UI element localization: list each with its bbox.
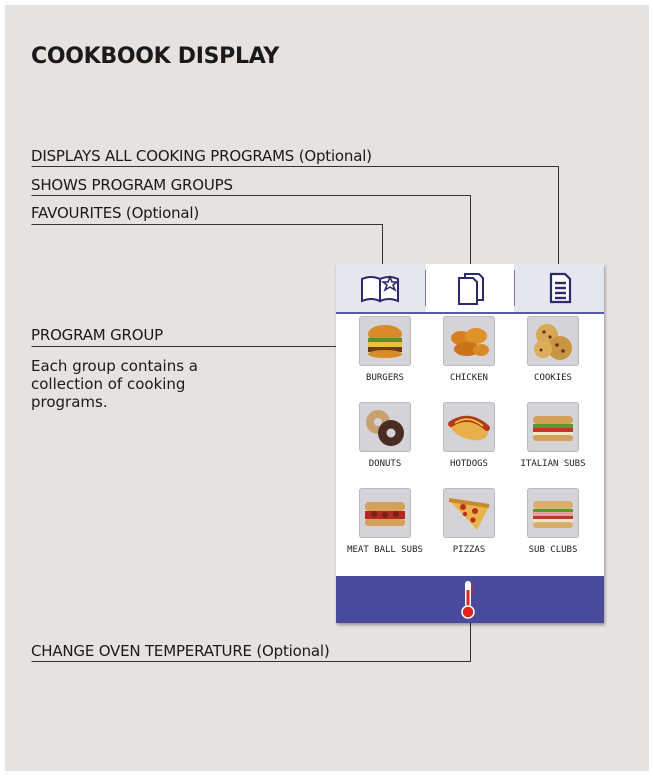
italian-sub-icon — [533, 416, 573, 441]
leader-program-groups — [31, 195, 471, 272]
group-label: SUB CLUBS — [528, 545, 578, 555]
group-label: HOTDOGS — [450, 459, 488, 469]
leader-all-programs — [31, 166, 559, 272]
leader-oven-temperature — [31, 610, 471, 662]
group-label: PIZZAS — [452, 545, 486, 555]
group-label: DONUTS — [368, 459, 402, 469]
book-star-icon — [360, 274, 399, 303]
hotdog-icon — [448, 415, 490, 441]
group-label: CHICKEN — [450, 373, 488, 383]
group-label: BURGERS — [366, 373, 404, 383]
tab-program-groups[interactable] — [426, 264, 514, 312]
group-sub-clubs[interactable]: SUB CLUBS — [506, 488, 590, 574]
tab-all-programs[interactable] — [515, 264, 604, 312]
thermometer-icon — [461, 581, 475, 619]
group-donuts[interactable]: DONUTS — [338, 402, 422, 488]
cookies-icon — [534, 324, 572, 360]
group-burgers[interactable]: BURGERS — [338, 316, 422, 402]
pizza-icon — [448, 498, 490, 530]
group-label: MEAT BALL SUBS — [347, 545, 423, 555]
group-pizzas[interactable]: PIZZAS — [422, 488, 506, 574]
sub-club-icon — [533, 501, 573, 528]
temperature-button[interactable] — [456, 576, 480, 623]
group-label: COOKIES — [534, 373, 572, 383]
group-label: ITALIAN SUBS — [520, 459, 586, 469]
document-list-icon — [549, 272, 571, 304]
callout-program-groups: SHOWS PROGRAM GROUPS — [31, 176, 233, 194]
chicken-icon — [451, 328, 489, 356]
callout-favourites: FAVOURITES (Optional) — [31, 204, 200, 222]
donuts-icon — [366, 410, 404, 446]
burger-icon — [368, 325, 402, 358]
device-screen: BURGERS CHICKEN COOKIES — [336, 264, 604, 623]
callout-program-group: PROGRAM GROUP — [31, 326, 163, 344]
group-chicken[interactable]: CHICKEN — [422, 316, 506, 402]
documents-icon — [458, 273, 484, 305]
leader-favourites — [31, 224, 383, 266]
tab-favourites[interactable] — [336, 264, 425, 312]
page-title: COOKBOOK DISPLAY — [31, 44, 279, 69]
meatball-sub-icon — [365, 502, 405, 526]
callout-oven-temperature: CHANGE OVEN TEMPERATURE (Optional) — [31, 642, 330, 660]
callout-program-group-description: Each group contains a collection of cook… — [31, 357, 198, 411]
group-hotdogs[interactable]: HOTDOGS — [422, 402, 506, 488]
tab-bar — [336, 264, 604, 314]
group-italian-subs[interactable]: ITALIAN SUBS — [506, 402, 590, 488]
callout-all-programs: DISPLAYS ALL COOKING PROGRAMS (Optional) — [31, 147, 372, 165]
group-cookies[interactable]: COOKIES — [506, 316, 590, 402]
group-meatball-subs[interactable]: MEAT BALL SUBS — [338, 488, 423, 574]
